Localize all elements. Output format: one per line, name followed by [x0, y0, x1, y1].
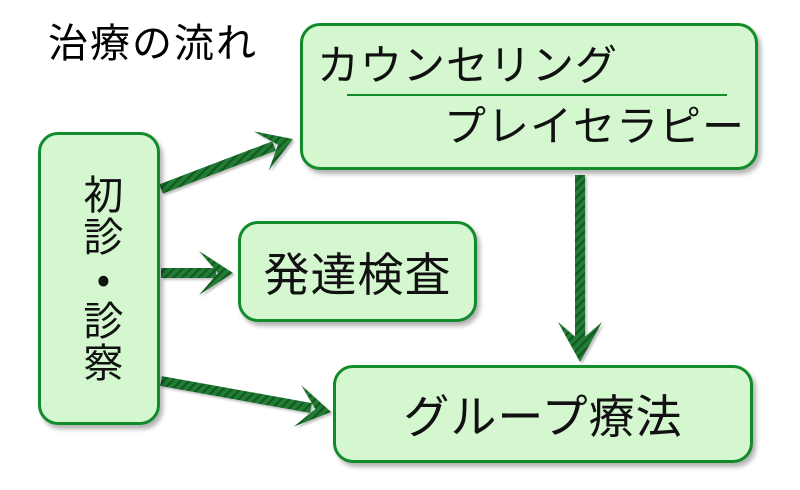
node-first-visit-examination: 初診・診察 [38, 132, 160, 425]
diagram-title: 治療の流れ [48, 22, 258, 66]
node-developmental-test: 発達検査 [238, 221, 477, 322]
arrow-intake-to-counseling [159, 131, 293, 194]
play-therapy-label: プレイセラピー [443, 103, 745, 150]
first-visit-examination-label: 初診・診察 [77, 173, 122, 384]
arrow-intake-to-group [160, 376, 331, 427]
arrow-counseling-to-group [558, 175, 602, 362]
separator-line [347, 94, 727, 96]
counseling-label: カウンセリング [317, 42, 619, 89]
node-counseling-play-therapy: カウンセリング プレイセラピー [300, 23, 758, 170]
arrow-intake-to-devtest [161, 251, 233, 295]
developmental-test-label: 発達検査 [263, 248, 452, 301]
node-group-therapy: グループ療法 [333, 365, 753, 463]
group-therapy-label: グループ療法 [403, 391, 683, 443]
